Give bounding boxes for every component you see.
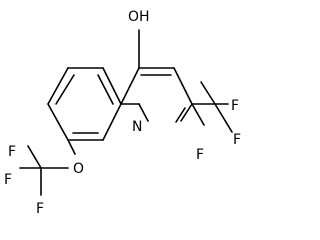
bond — [191, 103, 205, 126]
atom-labels: OH N O F F F F F F — [4, 9, 241, 217]
bond — [214, 103, 233, 133]
fluorine-label: F — [8, 144, 16, 160]
fluorine-label: F — [196, 147, 204, 163]
bond-lines — [19, 29, 233, 196]
bond — [138, 103, 149, 122]
fluorine-label: F — [231, 98, 239, 114]
fluorine-label: F — [36, 201, 44, 217]
bond — [175, 107, 186, 123]
bond — [120, 67, 140, 105]
bond — [173, 67, 193, 105]
fluorine-label: F — [233, 132, 241, 148]
bond — [47, 67, 69, 105]
bond — [55, 74, 75, 105]
hydroxyl-label: OH — [128, 9, 150, 25]
bond — [27, 145, 42, 169]
bond — [102, 103, 122, 141]
bond — [102, 67, 122, 105]
ether-oxygen-label: O — [73, 161, 84, 177]
fluorine-label: F — [4, 172, 12, 188]
bond — [180, 103, 193, 122]
bond — [67, 139, 76, 155]
bond — [47, 103, 69, 141]
chemical-structure-diagram: OH N O F F F F F F — [4, 9, 241, 217]
bond — [97, 74, 114, 105]
ring-nitrogen-label: N — [132, 119, 142, 135]
bond — [200, 81, 216, 105]
